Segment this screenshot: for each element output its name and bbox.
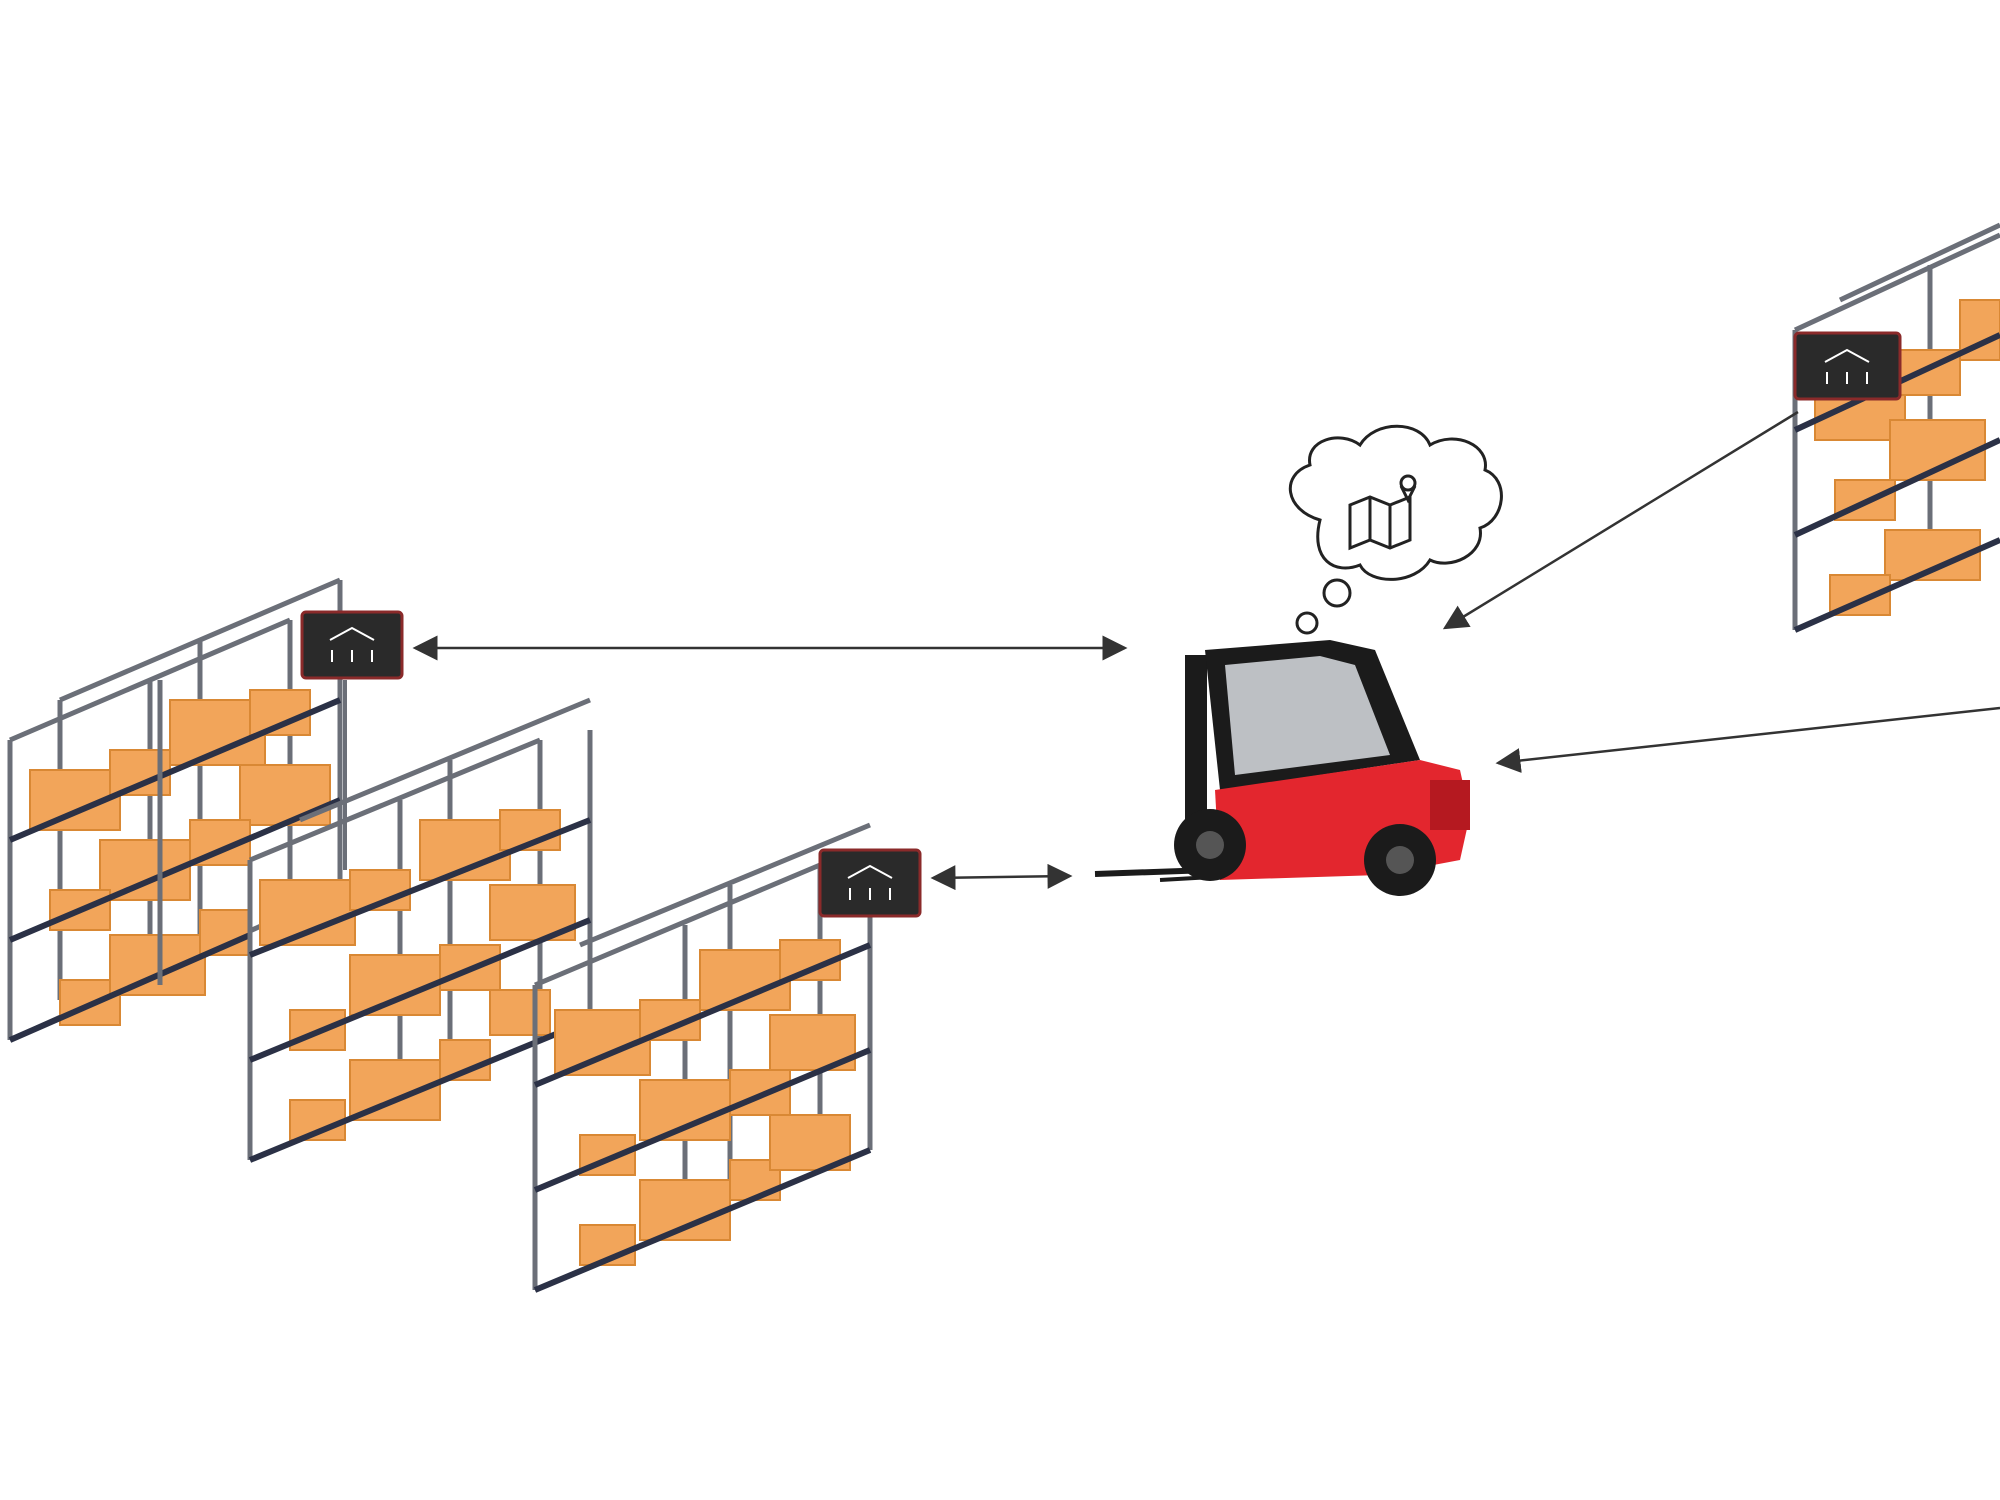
arrow-offscreen-forklift — [1495, 706, 2000, 773]
arrow-shelf-d-forklift — [1442, 410, 1799, 630]
shelf-a — [7, 577, 343, 1043]
forklift — [1094, 640, 1470, 896]
beacon-d — [1793, 331, 1902, 401]
connection-arrows — [412, 410, 2000, 891]
shelf-c — [532, 822, 873, 1293]
forklift-front-wheel — [1174, 809, 1246, 881]
beacon-c — [818, 848, 922, 918]
shelf-b — [247, 697, 593, 1163]
beacon-a — [300, 610, 404, 870]
shelf-d — [1792, 222, 2000, 633]
arrow-shelf-c-forklift — [930, 863, 1073, 891]
map-pin-icon — [1348, 474, 1417, 551]
building-icon — [1824, 348, 1870, 384]
forklift-rear-wheel — [1364, 824, 1436, 896]
thought-bubble — [1288, 424, 1503, 635]
building-icon — [329, 626, 375, 662]
building-icon — [847, 864, 893, 900]
